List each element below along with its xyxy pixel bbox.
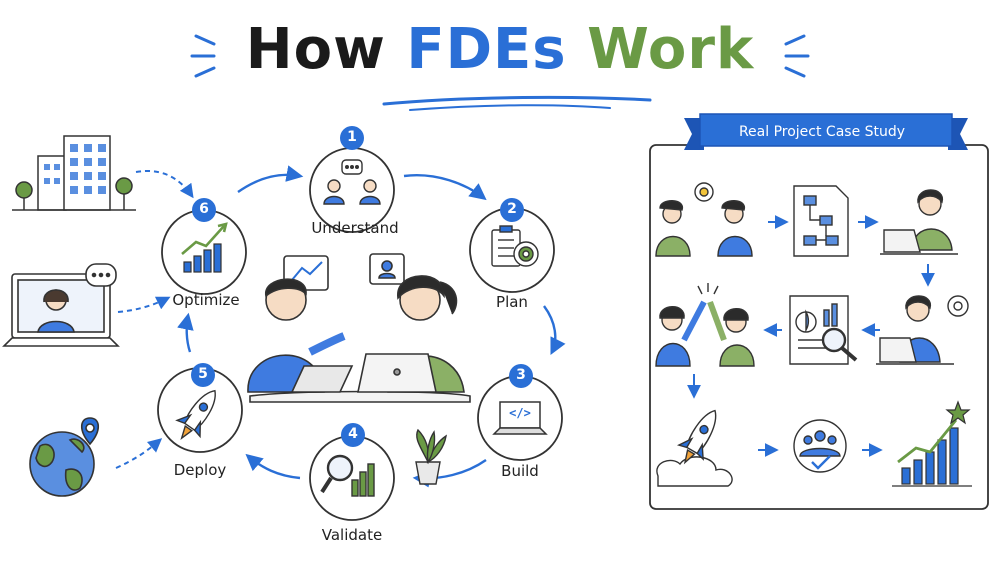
center-collaboration-scene bbox=[247, 253, 471, 403]
case-growth-chart-icon bbox=[892, 400, 972, 487]
globe-location-icon bbox=[29, 417, 100, 497]
step-label-validate: Validate bbox=[321, 526, 383, 544]
video-call-laptop-icon bbox=[2, 263, 120, 347]
step-circle-optimize bbox=[161, 209, 247, 295]
team-discussion-icon bbox=[323, 159, 381, 205]
title-sparkle-right bbox=[784, 34, 810, 78]
checklist-target-icon bbox=[491, 225, 539, 267]
step-number-3: 3 bbox=[516, 367, 526, 383]
case-team-approved-icon bbox=[793, 419, 847, 473]
step-label-deploy: Deploy bbox=[173, 461, 227, 479]
step-circle-validate bbox=[309, 435, 395, 521]
step-number-1: 1 bbox=[347, 129, 357, 145]
case-study-banner-label: Real Project Case Study bbox=[738, 124, 906, 140]
step-circle-deploy bbox=[157, 367, 243, 453]
magnifier-chart-icon bbox=[320, 454, 375, 497]
arrow-client-to-optimize bbox=[117, 296, 171, 313]
case-discussion-icon bbox=[655, 182, 753, 257]
case-high-five-icon bbox=[655, 283, 755, 367]
step-label-optimize: Optimize bbox=[172, 291, 240, 309]
step-badges bbox=[191, 126, 533, 447]
step-label-build: Build bbox=[501, 462, 539, 480]
title-underline bbox=[382, 95, 652, 106]
case-report-analysis-icon bbox=[789, 295, 858, 365]
plant-icon bbox=[415, 428, 447, 485]
title-sparkle-left bbox=[190, 34, 216, 78]
step-label-plan: Plan bbox=[496, 293, 528, 311]
growth-chart-icon bbox=[181, 222, 228, 273]
code-laptop-icon bbox=[492, 401, 548, 435]
step-number-6: 6 bbox=[199, 201, 209, 217]
code-brackets-glyph: </> bbox=[509, 406, 531, 420]
office-building-icon bbox=[12, 135, 136, 211]
rocket-icon bbox=[175, 389, 216, 441]
page-title: How FDEs Work bbox=[0, 18, 1000, 82]
step-circle-build bbox=[477, 375, 563, 461]
case-study-banner bbox=[684, 113, 968, 150]
case-developer-settings-icon bbox=[876, 295, 969, 365]
step-number-2: 2 bbox=[507, 201, 517, 217]
case-rocket-launch-icon bbox=[656, 409, 733, 487]
case-developer-laptop-icon bbox=[880, 189, 958, 255]
arrow-office-to-optimize bbox=[135, 170, 194, 199]
step-number-5: 5 bbox=[198, 366, 208, 382]
case-flowchart-document-icon bbox=[793, 185, 849, 257]
title-word-work: Work bbox=[587, 17, 755, 82]
step-label-understand: Understand bbox=[311, 219, 399, 237]
arrow-globe-to-deploy bbox=[115, 438, 163, 469]
title-word-fdes: FDEs bbox=[406, 17, 567, 82]
title-word-how: How bbox=[245, 17, 386, 82]
step-number-4: 4 bbox=[348, 426, 358, 442]
step-circle-understand bbox=[309, 147, 395, 233]
